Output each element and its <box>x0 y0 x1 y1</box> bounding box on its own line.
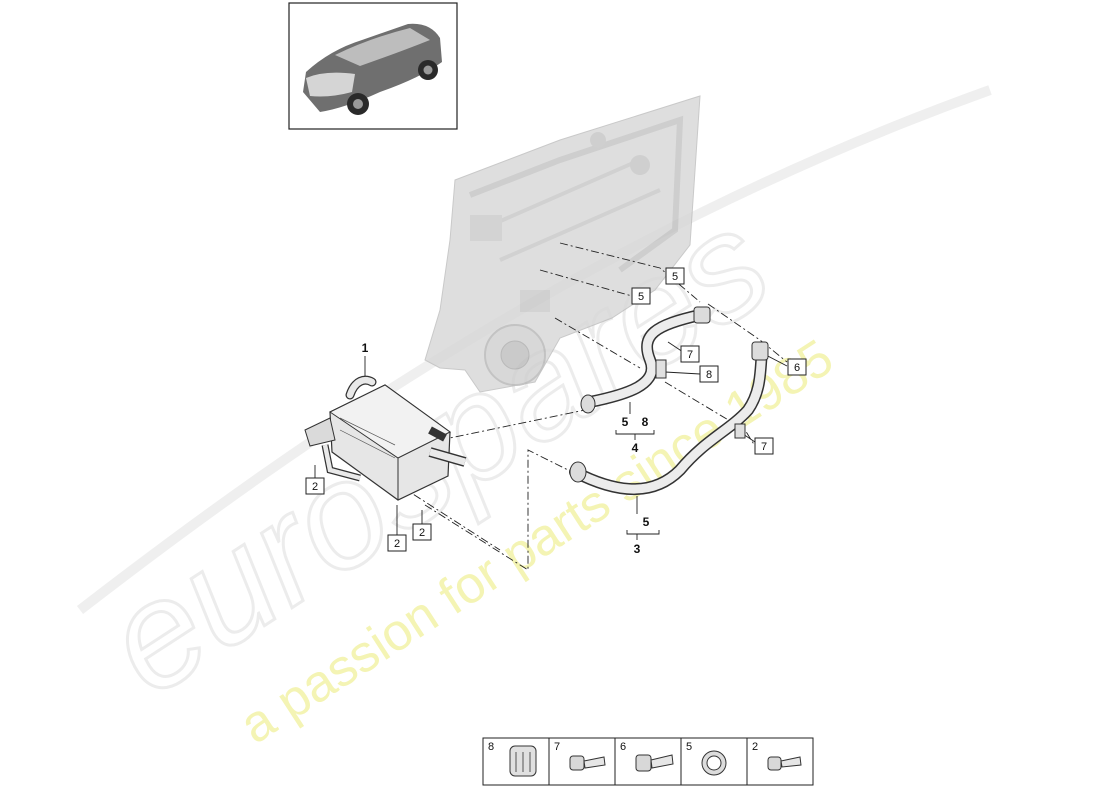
svg-text:5: 5 <box>643 515 650 529</box>
part-3-group[interactable]: 5 3 <box>626 496 660 556</box>
svg-text:2: 2 <box>419 527 425 539</box>
part-4-group[interactable]: 5 8 4 <box>615 402 655 455</box>
svg-text:7: 7 <box>687 349 693 361</box>
svg-text:6: 6 <box>794 362 800 374</box>
fastener-legend: 8 7 6 5 <box>482 737 814 786</box>
oil-pipe-lower <box>569 341 769 495</box>
svg-text:7: 7 <box>554 741 560 753</box>
svg-text:7: 7 <box>761 441 767 453</box>
svg-text:1: 1 <box>362 341 369 355</box>
svg-text:3: 3 <box>634 542 641 556</box>
callout-8[interactable]: 8 <box>699 365 719 383</box>
svg-text:4: 4 <box>632 441 639 455</box>
svg-text:5: 5 <box>686 741 692 753</box>
callout-5-lower[interactable]: 5 <box>631 287 651 305</box>
oil-pipe-upper <box>580 306 711 414</box>
callout-5-upper[interactable]: 5 <box>665 267 685 285</box>
svg-text:5: 5 <box>638 291 644 303</box>
part-1-label[interactable]: 1 <box>362 341 369 376</box>
oil-cooler <box>304 375 467 501</box>
clip-icon <box>509 745 537 777</box>
bolt-icon <box>635 754 674 772</box>
seal-ring-icon <box>701 750 727 776</box>
bolt-icon <box>569 755 606 771</box>
bolt-icon <box>767 756 802 771</box>
svg-text:6: 6 <box>620 741 626 753</box>
callout-2-middle[interactable]: 2 <box>412 523 432 541</box>
legend-cell-6[interactable]: 6 <box>620 741 674 772</box>
legend-cell-2[interactable]: 2 <box>752 741 802 771</box>
svg-text:5: 5 <box>622 415 629 429</box>
svg-text:8: 8 <box>706 369 712 381</box>
svg-text:2: 2 <box>752 741 758 753</box>
callouts: 5 5 7 6 8 7 2 2 <box>305 267 807 552</box>
callout-6[interactable]: 6 <box>787 358 807 376</box>
legend-cell-8[interactable]: 8 <box>488 741 537 777</box>
callout-2-left[interactable]: 2 <box>305 477 325 495</box>
car-icon <box>303 23 442 115</box>
svg-text:5: 5 <box>672 271 678 283</box>
callout-7-lower[interactable]: 7 <box>754 437 774 455</box>
svg-text:8: 8 <box>488 741 494 753</box>
svg-text:2: 2 <box>394 538 400 550</box>
legend-cell-5[interactable]: 5 <box>686 741 727 776</box>
legend-cell-7[interactable]: 7 <box>554 741 606 771</box>
callout-7-upper[interactable]: 7 <box>680 345 700 363</box>
callout-2-bottom[interactable]: 2 <box>387 534 407 552</box>
svg-text:2: 2 <box>312 481 318 493</box>
vehicle-thumbnail <box>288 2 458 130</box>
svg-text:8: 8 <box>642 415 649 429</box>
part-labels: 1 5 8 4 5 3 <box>362 341 660 556</box>
